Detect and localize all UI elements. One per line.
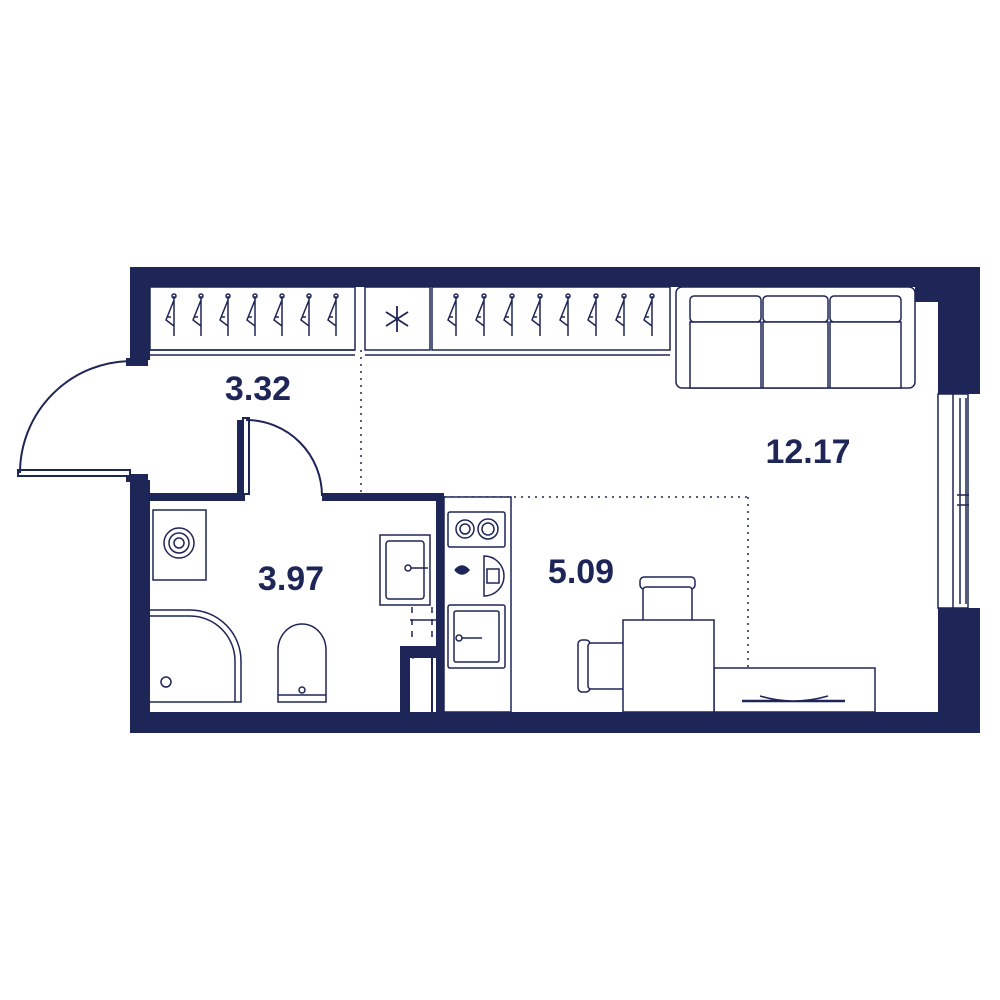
hanger-hook xyxy=(306,293,312,299)
hanger-icon xyxy=(327,296,337,336)
hanger-hook xyxy=(481,293,487,299)
hanger-hook xyxy=(198,293,204,299)
hanger-icon xyxy=(219,296,229,336)
hanger-hook xyxy=(453,293,459,299)
hanger-hook xyxy=(649,293,655,299)
shower-icon xyxy=(150,609,242,703)
hanger-hook xyxy=(225,293,231,299)
chair-icon xyxy=(639,576,696,624)
hallway-area-label: 3.32 xyxy=(225,370,291,408)
window-icon xyxy=(937,393,969,609)
hanger-hook xyxy=(252,293,258,299)
hanger-icon xyxy=(273,296,283,336)
hanger-hook xyxy=(537,293,543,299)
oven-icon xyxy=(454,555,505,597)
interior-walls xyxy=(126,358,444,712)
stove-icon xyxy=(447,511,506,548)
hanger-icon xyxy=(559,296,569,336)
hanger-icon xyxy=(165,296,175,336)
table-icon xyxy=(622,619,715,713)
hanger-icon xyxy=(531,296,541,336)
snowflake-icon xyxy=(385,306,409,332)
washing-machine-icon xyxy=(152,509,207,581)
kitchen-area-label: 5.09 xyxy=(548,553,614,591)
hanger-icon xyxy=(192,296,202,336)
tv-stand xyxy=(713,667,876,713)
wardrobe-living xyxy=(364,286,671,356)
chair-icon xyxy=(577,639,629,693)
bathroom-area-label: 3.97 xyxy=(258,560,324,598)
hanger-icon xyxy=(447,296,457,336)
hanger-hook xyxy=(621,293,627,299)
hanger-icon xyxy=(615,296,625,336)
living-area-label: 12.17 xyxy=(765,433,850,471)
hanger-icon xyxy=(165,293,655,336)
hanger-hook xyxy=(279,293,285,299)
sofa-icon xyxy=(675,286,916,389)
hanger-hook xyxy=(565,293,571,299)
sink-icon xyxy=(379,534,431,606)
outer-walls xyxy=(130,267,980,733)
bath-dividers xyxy=(410,607,436,640)
toilet-icon xyxy=(277,623,327,703)
hanger-icon xyxy=(475,296,485,336)
wardrobe-hallway xyxy=(149,286,356,356)
hanger-hook xyxy=(509,293,515,299)
hanger-icon xyxy=(246,296,256,336)
hanger-hook xyxy=(333,293,339,299)
hanger-hook xyxy=(171,293,177,299)
sink-icon xyxy=(447,604,506,669)
door-icon xyxy=(17,360,433,712)
hanger-icon xyxy=(300,296,310,336)
hanger-icon xyxy=(503,296,513,336)
hanger-icon xyxy=(587,296,597,336)
hanger-hook xyxy=(593,293,599,299)
hanger-icon xyxy=(643,296,653,336)
